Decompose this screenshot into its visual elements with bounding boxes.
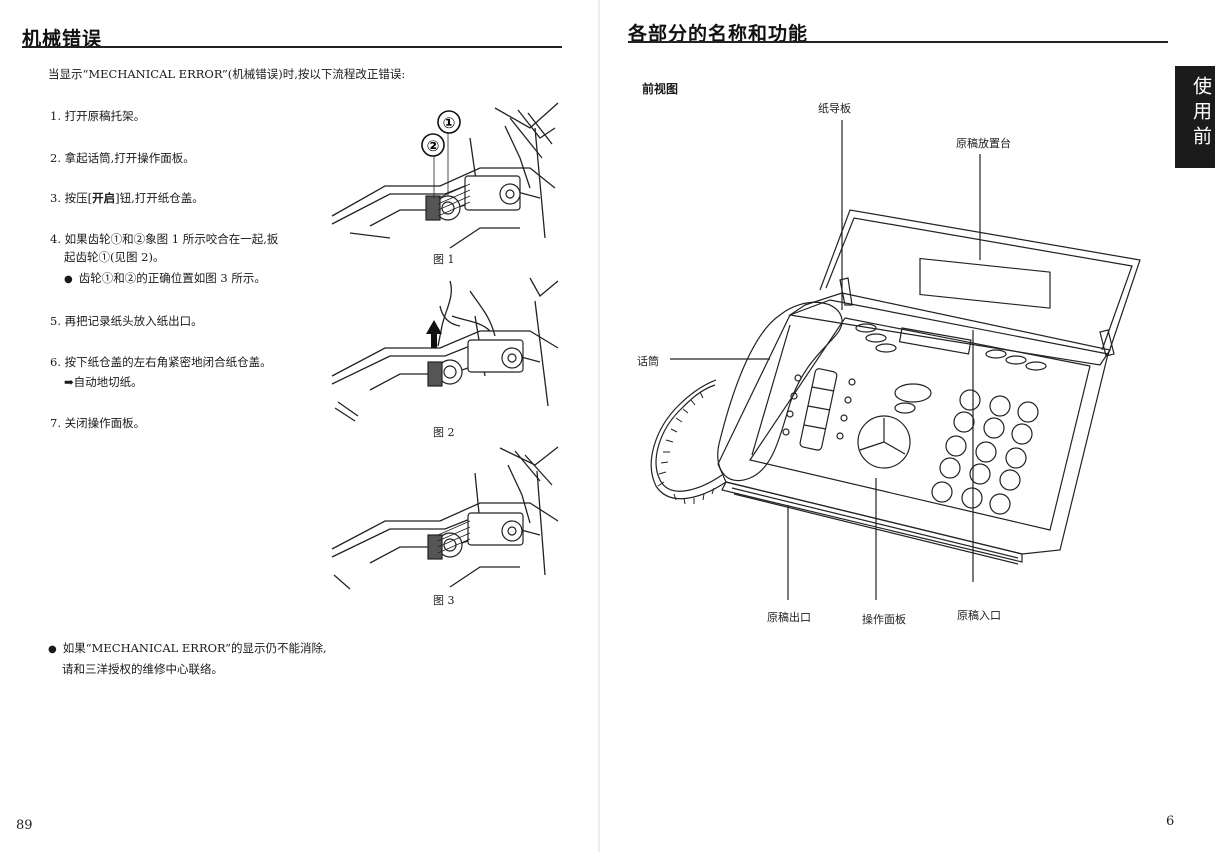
side-tab-label: 使用前	[1190, 76, 1212, 151]
label-control-panel: 操作面板	[862, 613, 906, 626]
step-2: 2. 拿起话筒,打开操作面板。	[50, 151, 195, 165]
right-page-number: 6	[1166, 814, 1175, 829]
side-tab-before-use: 使用前	[1175, 66, 1215, 168]
front-view-subtitle: 前视图	[642, 82, 679, 96]
title-rule	[22, 46, 562, 48]
label-document-exit: 原稿出口	[767, 611, 811, 624]
right-page-title: 各部分的名称和功能	[628, 23, 809, 45]
note-line-1: 如果“MECHANICAL ERROR”的显示仍不能消除,	[48, 640, 327, 658]
figure-2-illustration	[331, 277, 559, 422]
step-6-line-2: ➡自动地切纸。	[64, 375, 143, 389]
fax-machine-front-view-illustration	[650, 120, 1141, 600]
intro-text: 当显示“MECHANICAL ERROR”(机械错误)时,按以下流程改正错误:	[48, 67, 406, 81]
figure-3-caption: 图 3	[433, 594, 455, 607]
step-3: 3. 按压[开启]钮,打开纸仓盖。	[50, 190, 204, 206]
gear-2-marker	[421, 133, 445, 157]
right-page: 各部分的名称和功能 前视图 纸导板 原稿放置台 话筒 原稿出口 操作面板 原稿入…	[600, 0, 1215, 852]
label-document-tray: 原稿放置台	[956, 137, 1011, 150]
step-4-bullet: 齿轮①和②的正确位置如图 3 所示。	[64, 270, 266, 288]
page-fold	[598, 0, 600, 852]
step-3-pre: 3. 按压[	[50, 191, 93, 205]
step-7: 7. 关闭操作面板。	[50, 416, 146, 430]
left-page: 机械错误 当显示“MECHANICAL ERROR”(机械错误)时,按以下流程改…	[0, 0, 600, 852]
step-1: 1. 打开原稿托架。	[50, 109, 146, 123]
gear-2-number: ②	[427, 137, 440, 155]
step-4-line-1: 4. 如果齿轮①和②象图 1 所示咬合在一起,扳	[50, 232, 279, 246]
note-line-2: 请和三洋授权的维修中心联络。	[62, 662, 223, 676]
figure-3-illustration	[331, 446, 559, 590]
label-handset: 话筒	[637, 355, 659, 368]
figure-2-caption: 图 2	[433, 426, 455, 439]
step-4-line-2: 起齿轮①(见图 2)。	[64, 250, 165, 264]
up-arrow-icon	[426, 320, 442, 348]
step-3-post: ]钮,打开纸仓盖。	[115, 191, 204, 205]
gear-1-marker	[437, 110, 461, 134]
right-title-rule	[628, 41, 1168, 43]
open-button-key: 开启	[92, 191, 116, 205]
gear-1-number: ①	[443, 114, 456, 132]
figure-1-illustration: ① ②	[331, 102, 559, 249]
left-page-title: 机械错误	[22, 28, 103, 50]
step-6-line-1: 6. 按下纸仓盖的左右角紧密地闭合纸仓盖。	[50, 355, 272, 369]
step-5: 5. 再把记录纸头放入纸出口。	[50, 314, 203, 328]
left-page-number: 89	[16, 818, 33, 833]
figure-1-caption: 图 1	[433, 253, 455, 266]
label-paper-guide: 纸导板	[818, 102, 851, 115]
label-document-entry: 原稿入口	[957, 609, 1001, 622]
